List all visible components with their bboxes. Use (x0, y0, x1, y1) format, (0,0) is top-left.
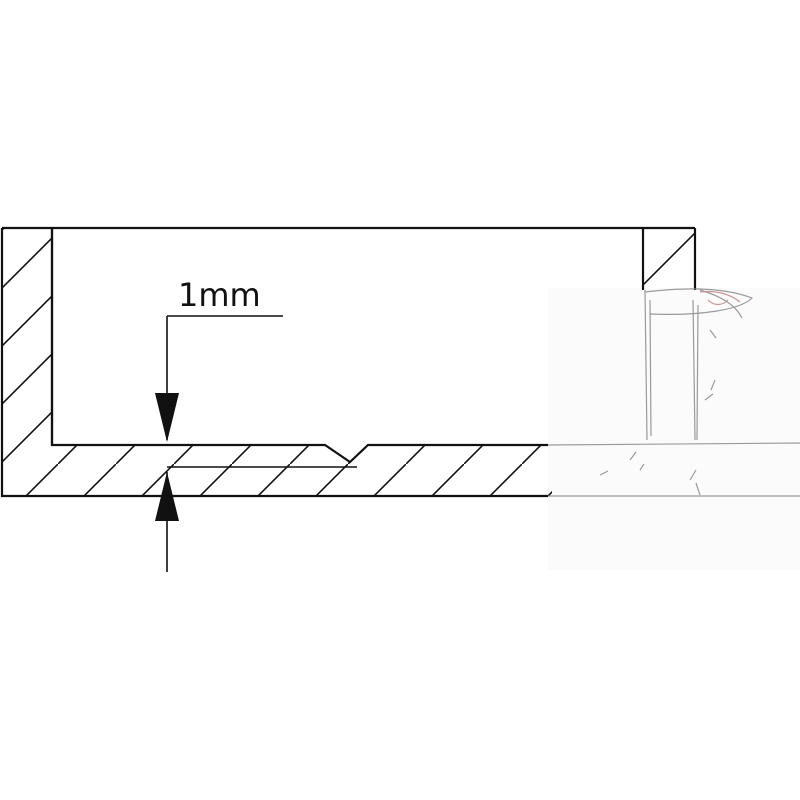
dimension-label: 1mm (178, 276, 261, 314)
groove-notch (325, 445, 368, 462)
dimension-annotation: 1mm (155, 276, 283, 572)
bottom-plate (52, 445, 552, 496)
left-wall (2, 228, 52, 496)
right-wall (643, 228, 695, 290)
sketch-accent (699, 290, 741, 306)
arrow-down-icon (155, 393, 179, 442)
profile-outline (0, 226, 697, 498)
arrow-up-icon (155, 472, 179, 521)
sketch-continuation (547, 288, 800, 497)
sketch-overlay-region (548, 288, 800, 570)
